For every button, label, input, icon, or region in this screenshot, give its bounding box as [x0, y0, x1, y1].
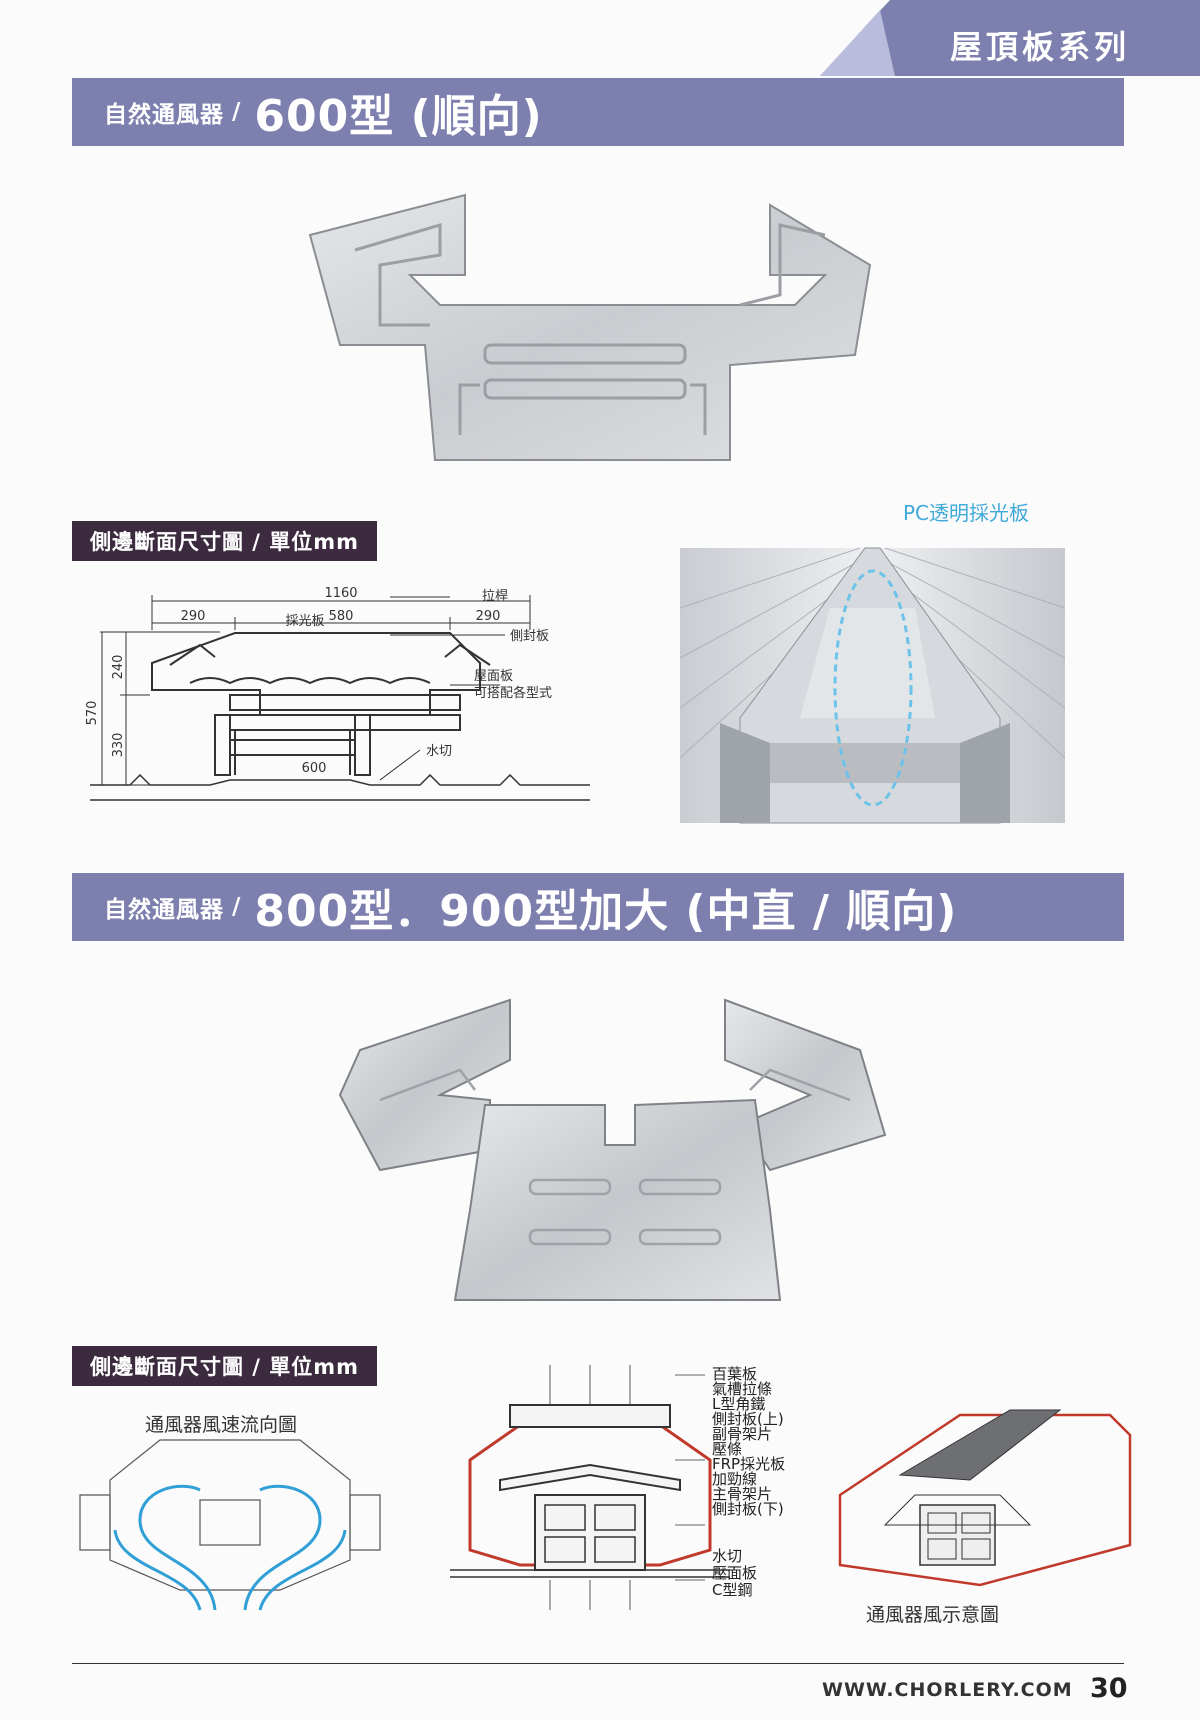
series-tag: 屋頂板系列: [950, 28, 1131, 66]
part-label: 壓面板: [712, 1564, 758, 1582]
label-lighting-board: 採光板: [285, 614, 324, 629]
airflow-diagram: [79, 1439, 381, 1611]
section2-prefix: 自然通風器: [104, 897, 224, 923]
series-tag-shape: [820, 0, 1200, 76]
label-compatible: 可搭配各型式: [474, 685, 552, 701]
roof-installation-photo: [679, 547, 1066, 824]
part-label: 副骨架片: [712, 1425, 773, 1443]
dim-h-top: 240: [111, 655, 126, 680]
part-label: 主骨架片: [712, 1485, 773, 1503]
section1-prefix: 自然通風器: [104, 102, 224, 128]
part-label: 水切: [712, 1547, 743, 1565]
part-label: 側封板(下): [712, 1500, 784, 1518]
part-label: C型鋼: [712, 1581, 753, 1599]
parts-list-bottom: 水切 壓面板 C型鋼: [712, 1548, 757, 1599]
label-water-cut: 水切: [426, 744, 452, 759]
vent-3d-schematic: [838, 1409, 1132, 1587]
section1-model: 600型 (順向): [254, 91, 543, 142]
part-label: 壓條: [712, 1440, 743, 1458]
section2-model: 800型．900型加大 (中直 / 順向): [254, 886, 958, 937]
vent-600-section-drawing: 1160 290 580 290 600 570 240 330 拉桿 採光板 …: [85, 586, 590, 801]
dim-h-bottom: 330: [111, 733, 126, 758]
label-pull-rod: 拉桿: [482, 589, 508, 604]
part-label: 百葉板: [712, 1365, 758, 1383]
section1-header: 自然通風器 / 600型 (順向): [72, 78, 1124, 146]
dim-total: 1160: [324, 586, 357, 601]
part-label: 氣槽拉條: [712, 1380, 773, 1398]
footer-rule: [72, 1663, 1124, 1664]
vent-600-product-image: [308, 193, 872, 461]
dim-right: 290: [476, 609, 501, 624]
section2-header: 自然通風器 / 800型．900型加大 (中直 / 順向): [72, 873, 1124, 941]
parts-diagram: [450, 1365, 730, 1610]
page-number: 30: [1090, 1673, 1128, 1704]
part-label: L型角鐵: [712, 1395, 766, 1413]
photo-caption: PC透明採光板: [903, 501, 1030, 525]
section2-slash: /: [232, 894, 241, 920]
section1-subtitle: 側邊斷面尺寸圖 / 單位mm: [72, 521, 378, 561]
vent-800-900-product-image: [338, 998, 887, 1301]
section2-subtitle: 側邊斷面尺寸圖 / 單位mm: [72, 1346, 378, 1386]
dim-left: 290: [181, 609, 206, 624]
airflow-title: 通風器風速流向圖: [145, 1414, 298, 1436]
label-roof-panel: 屋面板: [474, 669, 513, 684]
dim-base: 600: [302, 761, 327, 776]
schematic-caption: 通風器風示意圖: [866, 1604, 1000, 1626]
section1-slash: /: [232, 99, 241, 125]
part-label: FRP採光板: [712, 1455, 786, 1473]
parts-list: 百葉板 氣槽拉條 L型角鐵 側封板(上) 副骨架片 壓條 FRP採光板 加勁線 …: [712, 1367, 785, 1517]
footer-website[interactable]: WWW.CHORLERY.COM: [822, 1679, 1073, 1701]
dim-mid: 580: [329, 609, 354, 624]
label-side-seal: 側封板: [510, 629, 549, 644]
part-label: 側封板(上): [712, 1410, 784, 1428]
part-label: 加勁線: [712, 1470, 758, 1488]
dim-h-total: 570: [85, 701, 100, 726]
